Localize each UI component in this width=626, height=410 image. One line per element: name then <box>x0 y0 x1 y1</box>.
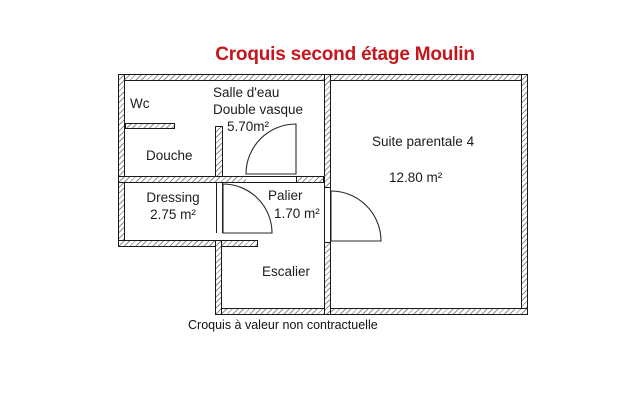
suite-area: 12.80 m² <box>389 170 443 185</box>
wall-escalier-left <box>215 240 222 315</box>
room-label-suite: Suite parentale 4 <box>372 133 474 150</box>
room-label-dressing: Dressing 2.75 m² <box>134 189 212 223</box>
wall-wc-stub <box>125 123 175 129</box>
salle-deau-name: Salle d'eau <box>213 85 280 100</box>
wall-mid-right <box>296 176 324 183</box>
wall-suite-upper <box>324 74 331 188</box>
wall-bottom <box>215 308 528 315</box>
suite-name: Suite parentale 4 <box>372 134 475 149</box>
room-label-wc: Wc <box>130 95 150 112</box>
douche-name: Douche <box>146 148 193 163</box>
door-arc-dressing <box>222 183 273 234</box>
doorway-dressing <box>216 183 223 233</box>
wall-top <box>118 74 528 81</box>
dressing-name: Dressing <box>146 190 200 205</box>
wall-dressing-bottom <box>118 240 222 247</box>
page-title: Croquis second étage Moulin <box>215 44 475 65</box>
salle-deau-area: 5.70m² <box>227 119 270 134</box>
doorway-salle-deau <box>246 176 296 183</box>
door-arc-suite <box>330 190 382 242</box>
room-label-escalier: Escalier <box>262 263 310 280</box>
palier-area: 1.70 m² <box>274 206 320 221</box>
room-label-suite-area: 12.80 m² <box>389 169 442 186</box>
doorway-suite <box>324 188 331 242</box>
dressing-area: 2.75 m² <box>150 207 196 222</box>
room-label-douche: Douche <box>146 147 193 164</box>
escalier-name: Escalier <box>262 264 311 279</box>
wall-suite-lower <box>324 242 331 315</box>
wall-left <box>118 74 125 247</box>
salle-deau-line2: Double vasque <box>213 102 304 117</box>
room-label-salle-deau: Salle d'eau Double vasque 5.70m² <box>213 84 303 135</box>
wc-name: Wc <box>130 96 150 111</box>
disclaimer-text: Croquis à valeur non contractuelle <box>188 318 378 332</box>
wall-right <box>521 74 528 315</box>
room-label-palier-area: 1.70 m² <box>274 205 320 222</box>
room-label-palier: Palier <box>268 187 303 204</box>
wall-mid-left <box>118 176 247 183</box>
palier-name: Palier <box>268 188 303 203</box>
